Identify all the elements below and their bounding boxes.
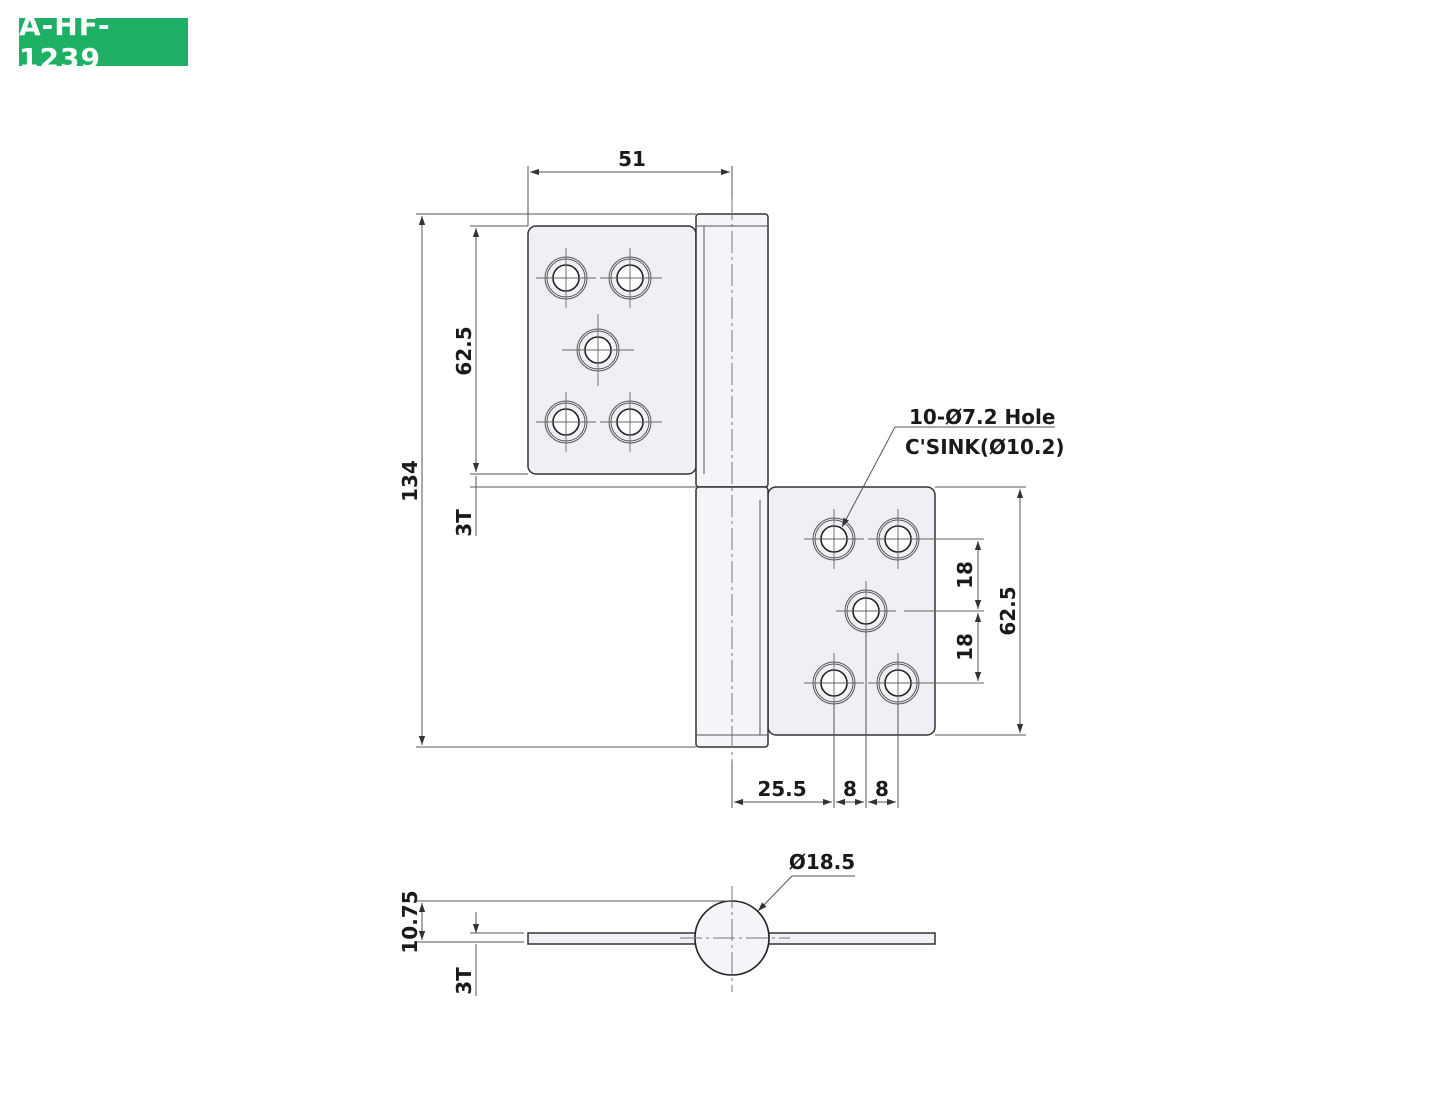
hole bbox=[868, 653, 984, 713]
hole bbox=[536, 248, 596, 308]
dim-spacing-a: 8 bbox=[843, 777, 857, 801]
hole-spec-line1: 10-Ø7.2 Hole bbox=[909, 405, 1055, 429]
side-leaf-right bbox=[767, 932, 936, 945]
dim-lower-pitch: 62.5 bbox=[996, 586, 1020, 635]
dim-lower-pitch-a: 18 bbox=[953, 561, 977, 589]
dimension-lines bbox=[416, 166, 1055, 808]
dim-side-height: 10.75 bbox=[398, 890, 422, 953]
dim-spacing-b: 8 bbox=[875, 777, 889, 801]
lower-holes bbox=[804, 509, 984, 713]
hole bbox=[562, 314, 634, 386]
hole bbox=[536, 392, 596, 452]
dim-pin-diameter: Ø18.5 bbox=[789, 850, 855, 874]
side-leaf-left bbox=[527, 932, 697, 945]
dim-total-height: 134 bbox=[398, 460, 422, 502]
front-view bbox=[527, 198, 984, 762]
hole bbox=[600, 248, 662, 308]
dim-upper-pitch: 62.5 bbox=[452, 326, 476, 375]
dim-upper-thickness: 3T bbox=[452, 509, 476, 537]
dim-side-thickness: 3T bbox=[452, 967, 476, 995]
hole bbox=[804, 509, 864, 569]
dim-top-width: 51 bbox=[618, 147, 646, 171]
hole bbox=[600, 392, 662, 452]
hole-spec-line2: C'SINK(Ø10.2) bbox=[905, 435, 1065, 459]
dim-lower-pitch-b: 18 bbox=[953, 633, 977, 661]
hole bbox=[836, 581, 984, 641]
hole bbox=[804, 653, 864, 713]
upper-holes bbox=[536, 248, 662, 452]
hole bbox=[868, 509, 984, 569]
side-view bbox=[416, 875, 936, 996]
dim-offset-x: 25.5 bbox=[757, 777, 806, 801]
